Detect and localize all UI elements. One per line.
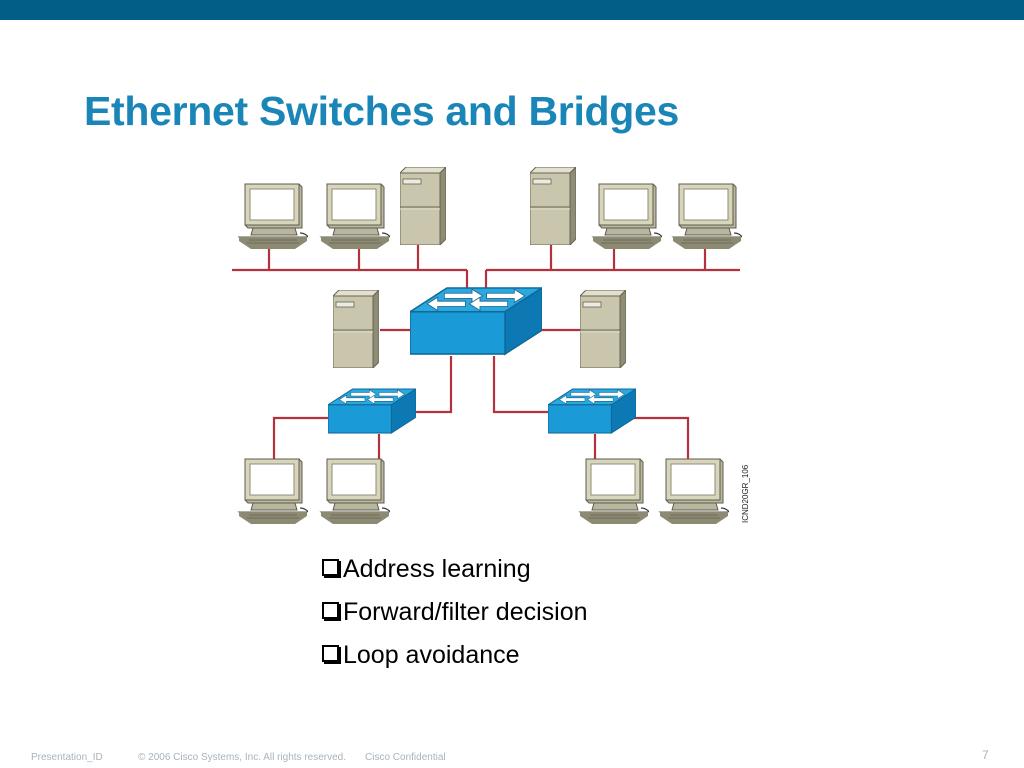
bullet-item: Loop avoidance [322, 640, 588, 683]
checkbox-bullet-icon [322, 645, 341, 664]
header-bar [0, 0, 1024, 20]
server-icon [400, 167, 446, 245]
figure-id: ICND20GR_106 [741, 464, 750, 523]
workstation-icon [579, 458, 649, 524]
slide-title: Ethernet Switches and Bridges [84, 88, 680, 134]
cables [232, 240, 740, 460]
switch-icon [548, 388, 636, 434]
bullet-list: Address learning Forward/filter decision… [322, 554, 588, 683]
checkbox-bullet-icon [322, 559, 341, 578]
page-number: 7 [982, 748, 989, 762]
server-icon [530, 167, 576, 245]
presentation-id: Presentation_ID [31, 752, 103, 763]
workstation-icon [672, 183, 742, 249]
switch-icon [328, 388, 416, 434]
workstation-icon [238, 458, 308, 524]
server-icon [333, 290, 379, 368]
copyright-notice: © 2006 Cisco Systems, Inc. All rights re… [138, 752, 347, 763]
workstation-icon [659, 458, 729, 524]
slide-footer: Presentation_ID © 2006 Cisco Systems, In… [0, 748, 1024, 766]
server-icon [580, 290, 626, 368]
bullet-item: Address learning [322, 554, 588, 597]
workstation-icon [320, 183, 390, 249]
bullet-item: Forward/filter decision [322, 597, 588, 640]
workstation-icon [592, 183, 662, 249]
confidential-label: Cisco Confidential [365, 752, 446, 763]
bullet-label: Loop avoidance [343, 641, 520, 669]
workstation-icon [238, 183, 308, 249]
bullet-label: Forward/filter decision [343, 598, 588, 626]
checkbox-bullet-icon [322, 602, 341, 621]
workstation-icon [320, 458, 390, 524]
bullet-label: Address learning [343, 555, 531, 583]
network-diagram: ICND20GR_106 [232, 167, 750, 524]
switch-icon [410, 287, 542, 355]
